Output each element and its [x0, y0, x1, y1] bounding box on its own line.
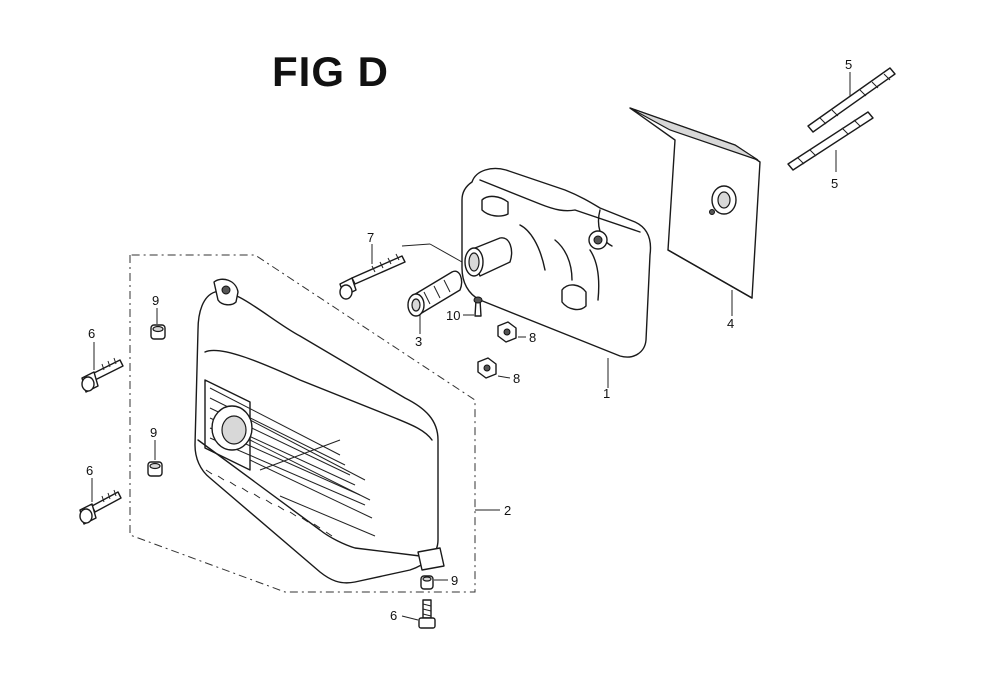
callout-5-upper: 5: [845, 57, 852, 72]
spark-arrester: [407, 270, 463, 317]
flange-bolt-upper: [81, 357, 124, 393]
callout-labels: 1 2 3 4 5 5 6 6 6 7 8 8 9 9 9 10: [86, 57, 852, 623]
leader-lines: [91, 72, 851, 621]
flange-bolt-lower: [418, 599, 436, 629]
callout-2: 2: [504, 503, 511, 518]
callout-9-middle: 9: [150, 425, 157, 440]
figure-title: FIG D: [272, 48, 389, 95]
callout-9-upper: 9: [152, 293, 159, 308]
flange-bolt-middle: [79, 489, 122, 525]
callout-6-middle: 6: [86, 463, 93, 478]
callout-4: 4: [727, 316, 734, 331]
collar-upper: [150, 324, 166, 340]
callout-6-upper: 6: [88, 326, 95, 341]
muffler: [461, 167, 652, 358]
callout-8-upper: 8: [529, 330, 536, 345]
callout-1: 1: [603, 386, 610, 401]
tapping-screw: [473, 296, 483, 317]
flange-nut-upper: [497, 321, 517, 343]
stud-bolt-lower: [787, 111, 874, 171]
callout-7: 7: [367, 230, 374, 245]
flange-nut-lower: [477, 357, 497, 379]
muffler-gasket-plate: [629, 107, 761, 299]
collar-middle: [147, 461, 163, 477]
collar-lower: [420, 575, 434, 590]
assembly-outline: [129, 254, 476, 593]
callout-3: 3: [415, 334, 422, 349]
callout-6-lower: 6: [390, 608, 397, 623]
callout-8-lower: 8: [513, 371, 520, 386]
stud-bolt-upper: [807, 67, 896, 133]
muffler-protector-cover: [194, 278, 445, 584]
callout-9-lower: 9: [451, 573, 458, 588]
callout-5-lower: 5: [831, 176, 838, 191]
flange-bolt-long: [339, 253, 406, 300]
cover-bottom-vents: [205, 469, 333, 537]
callout-10: 10: [446, 308, 460, 323]
